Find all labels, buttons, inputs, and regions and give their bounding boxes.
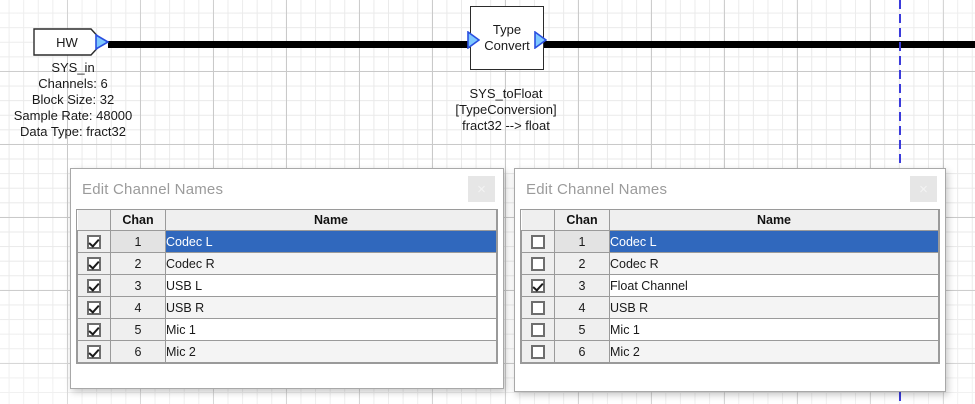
row-channel-name[interactable]: Codec L <box>609 230 939 253</box>
checkbox-checked-icon[interactable] <box>87 234 101 249</box>
row-checkbox-cell[interactable] <box>77 274 111 297</box>
row-chan-number: 6 <box>554 340 610 363</box>
row-chan-number: 3 <box>110 274 166 297</box>
row-chan-number: 4 <box>554 296 610 319</box>
port-out-icon <box>534 31 547 49</box>
checkbox-checked-icon[interactable] <box>87 300 101 315</box>
row-checkbox-cell[interactable] <box>77 340 111 363</box>
checkbox-unchecked-icon[interactable] <box>531 300 545 315</box>
row-chan-number: 2 <box>554 252 610 275</box>
row-checkbox-cell[interactable] <box>521 230 555 253</box>
close-icon[interactable]: × <box>468 176 495 202</box>
row-checkbox-cell[interactable] <box>521 318 555 341</box>
row-channel-name[interactable]: USB R <box>165 296 497 319</box>
block-hw[interactable] <box>33 28 111 56</box>
row-channel-name[interactable]: Mic 2 <box>165 340 497 363</box>
row-channel-name[interactable]: Codec R <box>165 252 497 275</box>
row-channel-name[interactable]: Mic 2 <box>609 340 939 363</box>
column-header-check[interactable] <box>77 210 111 231</box>
checkbox-unchecked-icon[interactable] <box>531 344 545 359</box>
column-header-name[interactable]: Name <box>165 210 497 231</box>
block-hw-label: HW <box>56 34 78 50</box>
signal-wire-hw-to-typeconvert[interactable] <box>108 41 472 48</box>
block-type-convert-caption: SYS_toFloat [TypeConversion] fract32 -->… <box>455 86 557 133</box>
row-chan-number: 1 <box>554 230 610 253</box>
row-chan-number: 2 <box>110 252 166 275</box>
row-checkbox-cell[interactable] <box>77 230 111 253</box>
row-checkbox-cell[interactable] <box>77 252 111 275</box>
port-in-icon <box>467 31 480 49</box>
row-channel-name[interactable]: USB L <box>165 274 497 297</box>
row-chan-number: 4 <box>110 296 166 319</box>
dialog-titlebar[interactable]: Edit Channel Names × <box>71 169 503 209</box>
checkbox-checked-icon[interactable] <box>531 278 545 293</box>
row-channel-name[interactable]: USB R <box>609 296 939 319</box>
column-header-check[interactable] <box>521 210 555 231</box>
checkbox-checked-icon[interactable] <box>87 344 101 359</box>
checkbox-checked-icon[interactable] <box>87 256 101 271</box>
row-channel-name[interactable]: Mic 1 <box>165 318 497 341</box>
row-checkbox-cell[interactable] <box>521 274 555 297</box>
row-channel-name[interactable]: Mic 1 <box>609 318 939 341</box>
checkbox-unchecked-icon[interactable] <box>531 256 545 271</box>
column-header-chan[interactable]: Chan <box>110 210 166 231</box>
block-hw-caption: SYS_in Channels: 6 Block Size: 32 Sample… <box>13 60 133 139</box>
checkbox-checked-icon[interactable] <box>87 322 101 337</box>
dialog-title: Edit Channel Names <box>526 180 668 198</box>
row-chan-number: 5 <box>554 318 610 341</box>
close-icon[interactable]: × <box>910 176 937 202</box>
row-checkbox-cell[interactable] <box>521 340 555 363</box>
row-checkbox-cell[interactable] <box>77 296 111 319</box>
table-header-row: Chan Name <box>77 210 497 231</box>
dialog-titlebar[interactable]: Edit Channel Names × <box>515 169 945 209</box>
column-header-chan[interactable]: Chan <box>554 210 610 231</box>
signal-wire-typeconvert-out[interactable] <box>538 41 975 48</box>
table-header-row: Chan Name <box>521 210 939 231</box>
row-chan-number: 5 <box>110 318 166 341</box>
row-chan-number: 3 <box>554 274 610 297</box>
row-channel-name[interactable]: Codec L <box>165 230 497 253</box>
column-header-name[interactable]: Name <box>609 210 939 231</box>
dialog-title: Edit Channel Names <box>82 180 224 198</box>
checkbox-checked-icon[interactable] <box>87 278 101 293</box>
block-type-convert[interactable]: Type Convert <box>470 6 544 70</box>
row-channel-name[interactable]: Float Channel <box>609 274 939 297</box>
checkbox-unchecked-icon[interactable] <box>531 322 545 337</box>
block-type-convert-label: Type Convert <box>484 22 530 53</box>
row-checkbox-cell[interactable] <box>521 252 555 275</box>
row-chan-number: 1 <box>110 230 166 253</box>
row-checkbox-cell[interactable] <box>521 296 555 319</box>
checkbox-unchecked-icon[interactable] <box>531 234 545 249</box>
row-chan-number: 6 <box>110 340 166 363</box>
row-checkbox-cell[interactable] <box>77 318 111 341</box>
row-channel-name[interactable]: Codec R <box>609 252 939 275</box>
